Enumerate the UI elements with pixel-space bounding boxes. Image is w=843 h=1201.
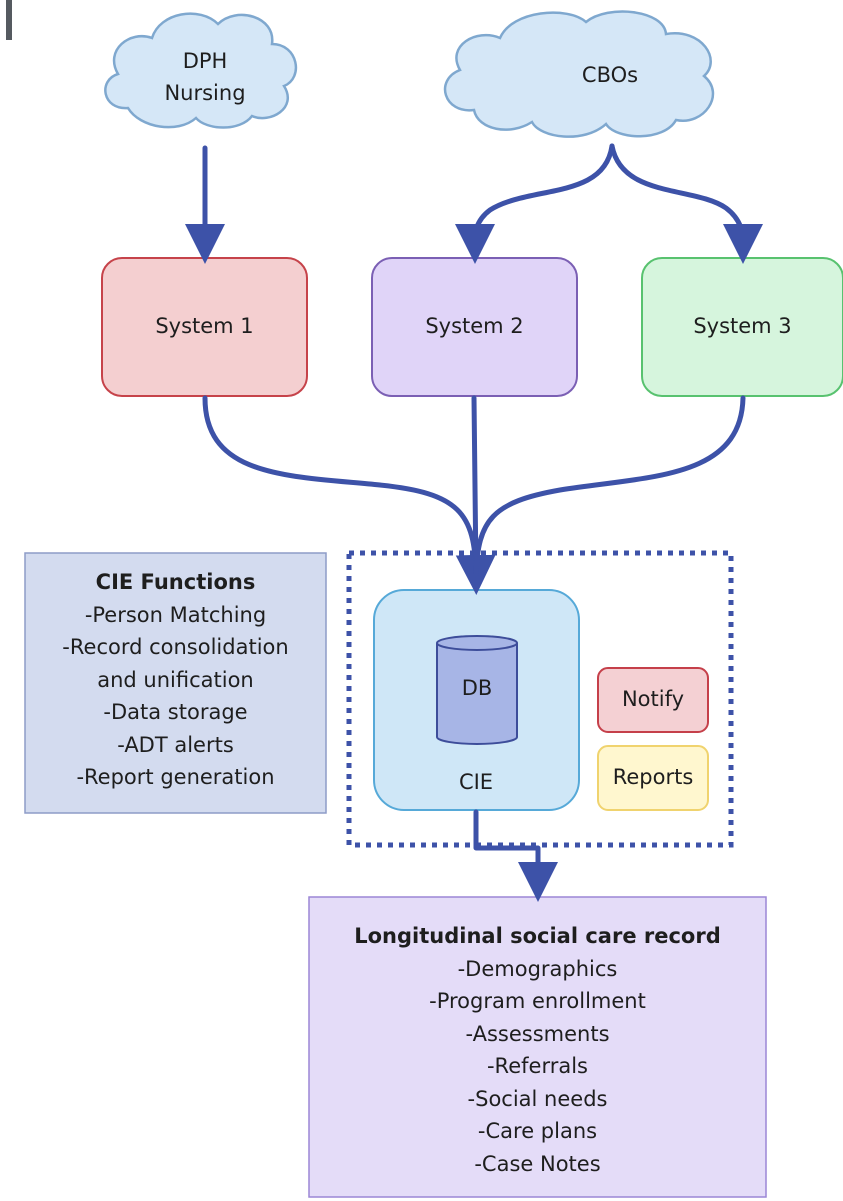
arrow-cbos-to-system3 bbox=[609, 143, 763, 264]
record-item: -Care plans bbox=[477, 1119, 598, 1143]
arrow-system3-to-cie bbox=[473, 395, 746, 578]
dph-nursing-label: DPH Nursing bbox=[150, 45, 260, 109]
reports-box bbox=[597, 745, 709, 811]
cie-functions-text: CIE Functions -Person Matching -Record c… bbox=[25, 566, 326, 794]
cie-boundary bbox=[346, 550, 734, 848]
cie-functions-title: CIE Functions bbox=[95, 570, 256, 594]
record-item: -Assessments bbox=[465, 1021, 610, 1046]
cie-function-item: -Data storage bbox=[103, 700, 248, 724]
record-item: -Case Notes bbox=[474, 1151, 601, 1176]
cie-function-item: -Record consolidation bbox=[62, 635, 289, 659]
reports-label: Reports bbox=[612, 765, 694, 789]
cie-function-item: -Person Matching bbox=[84, 602, 267, 627]
social-care-record-title: Longitudinal social care record bbox=[354, 924, 721, 948]
cie-function-item: -Report generation bbox=[76, 765, 275, 789]
cie-functions-panel bbox=[24, 552, 327, 814]
edge-bar bbox=[6, 0, 12, 40]
arrow-cie-to-record bbox=[473, 809, 558, 902]
record-item: -Program enrollment bbox=[429, 989, 646, 1013]
social-care-record-text: Longitudinal social care record -Demogra… bbox=[309, 920, 766, 1180]
cbos-cloud bbox=[443, 10, 715, 138]
arrow-system2-to-cie bbox=[471, 395, 479, 578]
cbos-label: CBOs bbox=[581, 63, 639, 87]
notify-label: Notify bbox=[621, 687, 685, 711]
db-label: DB bbox=[461, 676, 493, 700]
record-item: -Referrals bbox=[486, 1054, 588, 1078]
system3-label: System 3 bbox=[693, 314, 792, 338]
record-item: -Demographics bbox=[457, 956, 618, 981]
arrow-system1-to-cie bbox=[202, 395, 496, 595]
notify-box bbox=[597, 667, 709, 733]
arrow-cbos-to-system2 bbox=[454, 143, 615, 264]
dph-nursing-cloud bbox=[104, 12, 298, 129]
record-item: -Social needs bbox=[467, 1086, 608, 1111]
cie-label: CIE bbox=[458, 770, 494, 794]
database-cylinder bbox=[436, 635, 518, 745]
system2-label: System 2 bbox=[425, 314, 524, 338]
cie-function-item: -ADT alerts bbox=[117, 732, 234, 757]
cie-function-item: and unification bbox=[97, 667, 254, 692]
flow-arrows bbox=[185, 143, 763, 902]
dph-nursing-line2: Nursing bbox=[164, 81, 246, 105]
dph-nursing-line1: DPH bbox=[182, 49, 228, 73]
system1-label: System 1 bbox=[155, 314, 254, 338]
